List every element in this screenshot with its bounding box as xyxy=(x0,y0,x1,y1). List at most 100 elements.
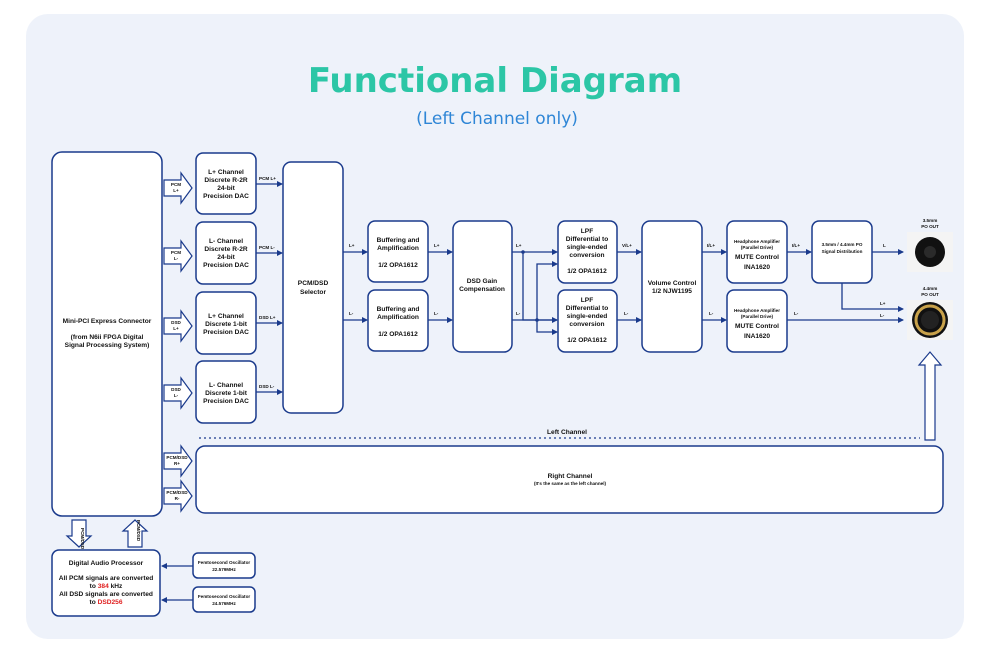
wire-label-buf-lp: L+ xyxy=(434,243,440,248)
dac-pcm-lp-l4: Precision DAC xyxy=(203,193,249,200)
dsd-gain-l2: Compensation xyxy=(459,286,505,293)
dist-l1: 3.5mm / 4.4mm PO xyxy=(822,242,863,247)
input-pcm-lp-l1: PCM xyxy=(171,182,181,187)
volume-l1: Volume Control xyxy=(648,280,697,287)
hp-amp-lm-box xyxy=(726,289,788,353)
wire-label-gain-lm: L- xyxy=(516,311,521,316)
right-channel-note: (It's the same as the left channel) xyxy=(534,481,607,486)
dist-l2: Signal Distribution xyxy=(822,249,863,254)
wire-label-lpf-lp: V/L+ xyxy=(622,243,632,248)
lpf-lm-l3: single-ended xyxy=(567,313,608,320)
dac-dsd-lp-l1: L+ Channel xyxy=(208,313,244,320)
wire-label-buf-lm: L- xyxy=(434,311,439,316)
buffer-lp-l2: Amplification xyxy=(377,245,419,252)
dap-title: Digital Audio Processor xyxy=(69,560,144,567)
oscillator-2-box xyxy=(192,586,256,613)
dap-line4: to DSD256 xyxy=(90,599,123,606)
oscillator-1-box xyxy=(192,552,256,579)
dac-dsd-lp-l3: Precision DAC xyxy=(203,329,249,336)
wire-label-amp-lm: L- xyxy=(794,311,799,316)
input-dsd-lp-l2: L+ xyxy=(173,326,179,331)
hp-amp-lp-l1: Headphone Amplifier xyxy=(734,239,780,244)
dsd-gain-l1: DSD Gain xyxy=(467,278,497,285)
conn-label-up: PCM/DSD xyxy=(136,520,141,542)
arrow-up-to-4-4mm xyxy=(917,351,943,441)
wire-label-vol-lm: L- xyxy=(709,311,714,316)
wire-label-dist-l: L xyxy=(883,243,886,248)
hp-amp-lp-box xyxy=(726,220,788,284)
wire-label-dsd-lp: DSD L+ xyxy=(259,315,276,320)
wire-label-gain-lp: L+ xyxy=(516,243,522,248)
dap-line2: to 384 kHz xyxy=(90,583,123,590)
dac-dsd-lp-l2: Discrete 1-bit xyxy=(205,321,248,328)
wire-label-44-lp: L+ xyxy=(880,301,886,306)
lpf-lm-box xyxy=(557,289,618,353)
diagram-subtitle: (Left Channel only) xyxy=(416,109,578,129)
input-dsd-lm-l1: DSD xyxy=(171,387,181,392)
lpf-lp-l4: conversion xyxy=(569,252,604,259)
arrow-dsd-lm xyxy=(163,376,193,410)
wire-label-dsd-lm: DSD L- xyxy=(259,384,275,389)
wire-label-lpf-lm: L- xyxy=(624,311,629,316)
buffer-lp-l1: Buffering and xyxy=(377,237,420,244)
osc1-l2: 22.579MHz xyxy=(212,567,236,572)
input-pcm-lp-l2: L+ xyxy=(173,188,179,193)
selector-l2: Selector xyxy=(300,289,326,296)
volume-l2: 1/2 NJW1195 xyxy=(652,288,692,295)
hp-amp-lm-part: INA1620 xyxy=(744,333,770,340)
buffer-lm-l2: Amplification xyxy=(377,314,419,321)
osc1-l1: Femtosecond Oscillator xyxy=(198,560,251,565)
dac-pcm-lm-l1: L- Channel xyxy=(209,238,243,245)
arrow-down-to-dap xyxy=(65,519,93,548)
wire-dist-to-44 xyxy=(841,283,904,312)
input-pcm-lm-l1: PCM xyxy=(171,250,181,255)
lpf-lm-l2: Differential to xyxy=(566,305,609,312)
arrow-dsd-lp xyxy=(163,309,193,343)
right-channel-box xyxy=(195,445,944,514)
dac-pcm-lm-l4: Precision DAC xyxy=(203,262,249,269)
input-dsd-lm-l2: L- xyxy=(174,393,179,398)
wire-label-44-lm: L- xyxy=(880,313,885,318)
lpf-lm-l4: conversion xyxy=(569,321,604,328)
wire-cross-c xyxy=(536,320,558,335)
junction-1 xyxy=(521,250,525,254)
dac-pcm-lm-l3: 24-bit xyxy=(217,254,235,261)
out-44-l1: 4.4mm xyxy=(923,286,938,291)
wire-label-pcm-lm: PCM L- xyxy=(259,245,275,250)
wire-cross-b xyxy=(536,261,558,320)
wire-label-vol-lp: I/L+ xyxy=(707,243,715,248)
out-35-l1: 3.5mm xyxy=(923,218,938,223)
conn-label-down: PCM/DSD xyxy=(80,528,85,550)
hp-amp-lp-mute: MUTE Control xyxy=(735,254,779,261)
dac-pcm-lm-l2: Discrete R-2R xyxy=(204,246,247,253)
mini-pci-line3: Signal Processing System) xyxy=(65,342,150,349)
dac-dsd-lm-l3: Precision DAC xyxy=(203,398,249,405)
hp-amp-lm-mute: MUTE Control xyxy=(735,323,779,330)
wire-label-pcm-lp: PCM L+ xyxy=(259,176,276,181)
input-pcmdsd-rp-l1: PCM/DSD xyxy=(166,455,188,460)
mini-pci-line2: (from N6ii FPGA Digital xyxy=(71,334,144,341)
input-pcmdsd-rm-l1: PCM/DSD xyxy=(166,490,188,495)
buffer-lm-part: 1/2 OPA1612 xyxy=(378,331,418,338)
mini-pci-title: Mini-PCI Express Connector xyxy=(63,318,152,325)
buffer-lp-part: 1/2 OPA1612 xyxy=(378,262,418,269)
mini-pci-connector-box xyxy=(51,151,163,517)
wire-label-sel-lm: L- xyxy=(349,311,354,316)
dac-dsd-lm-l2: Discrete 1-bit xyxy=(205,390,248,397)
dac-pcm-lm-box xyxy=(195,221,257,285)
lpf-lm-l1: LPF xyxy=(581,297,593,304)
lpf-lp-l2: Differential to xyxy=(566,236,609,243)
arrow-up-from-dap xyxy=(121,519,149,548)
lpf-lm-part: 1/2 OPA1612 xyxy=(567,337,607,344)
lpf-lp-l3: single-ended xyxy=(567,244,608,251)
input-pcmdsd-rp-l2: R+ xyxy=(174,461,180,466)
hp-amp-lp-part: INA1620 xyxy=(744,264,770,271)
digital-audio-processor-box xyxy=(51,549,161,617)
out-35-l2: PO OUT xyxy=(921,224,939,229)
dsd-gain-box xyxy=(452,220,513,353)
lpf-lp-part: 1/2 OPA1612 xyxy=(567,268,607,275)
junction-2 xyxy=(535,318,539,322)
arrow-pcmdsd-rm xyxy=(163,479,193,513)
input-pcmdsd-rm-l2: R- xyxy=(175,496,180,501)
